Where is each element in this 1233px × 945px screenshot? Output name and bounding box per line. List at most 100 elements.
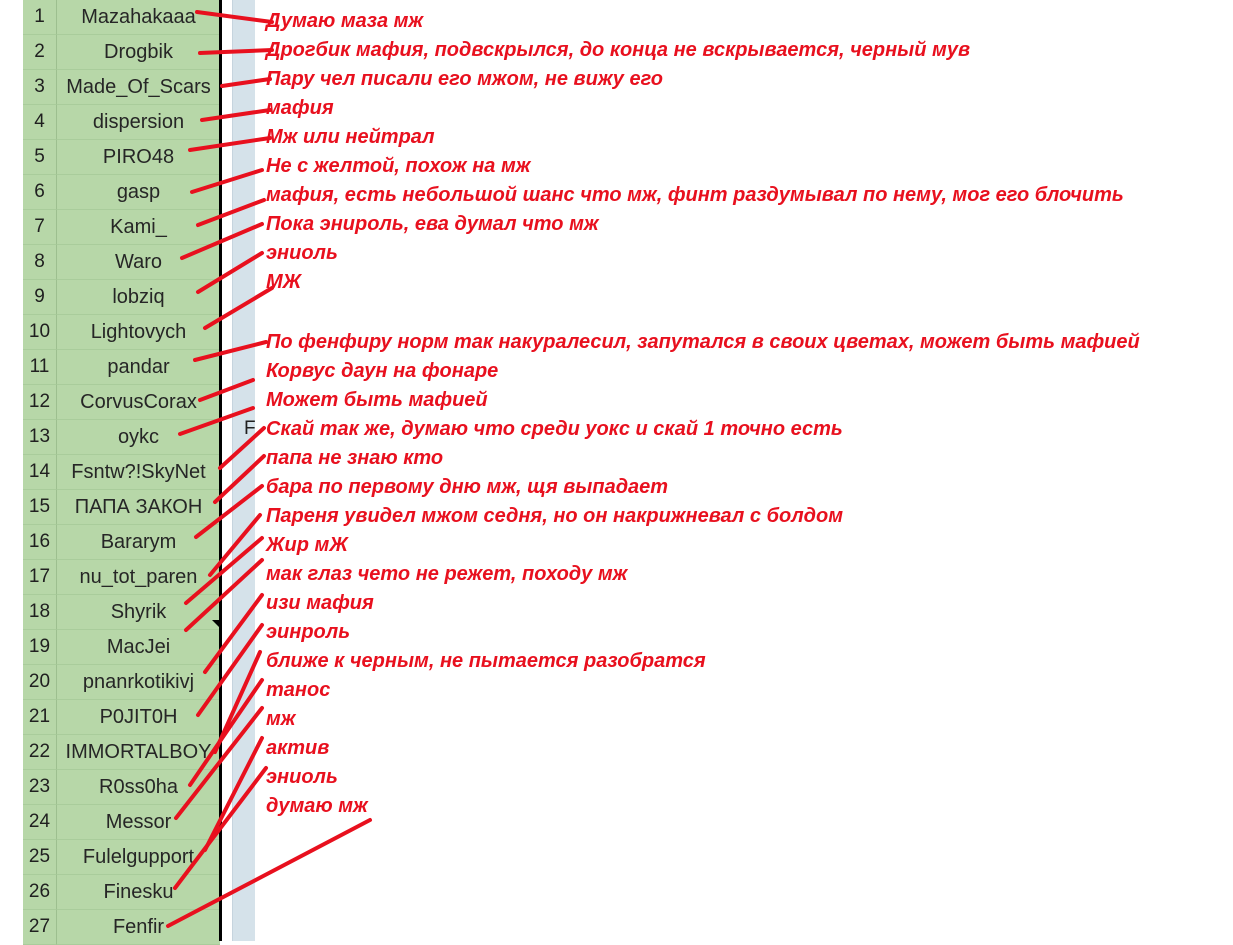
player-name-cell[interactable]: Made_Of_Scars [57,70,220,105]
adjacent-column[interactable] [232,0,255,941]
empty-column [222,0,232,941]
row-number-cell[interactable]: 4 [23,105,57,140]
annotation-comment: ближе к черным, не пытается разобратся [266,650,706,672]
player-name-cell[interactable]: CorvusCorax [57,385,220,420]
player-name-cell[interactable]: Mazahakaaa [57,0,220,35]
annotation-comment: танос [266,679,331,701]
cell-note-marker[interactable] [212,620,220,628]
player-name-cell[interactable]: Bararym [57,525,220,560]
row-number-cell[interactable]: 24 [23,805,57,840]
row-number-cell[interactable]: 20 [23,665,57,700]
annotation-comment: изи мафия [266,592,374,614]
player-name-cell[interactable]: MacJei [57,630,220,665]
row-number-cell[interactable]: 14 [23,455,57,490]
row-number-cell[interactable]: 8 [23,245,57,280]
player-name-cell[interactable]: ПАПА ЗАКОН [57,490,220,525]
player-name-cell[interactable]: Drogbik [57,35,220,70]
annotation-comment: эниоль [266,766,338,788]
row-number-cell[interactable]: 9 [23,280,57,315]
player-name-cell[interactable]: Waro [57,245,220,280]
row-number-cell[interactable]: 23 [23,770,57,805]
player-name-cell[interactable]: pandar [57,350,220,385]
player-name-cell[interactable]: Shyrik [57,595,220,630]
row-number-cell[interactable]: 26 [23,875,57,910]
player-name-cell[interactable]: PIRO48 [57,140,220,175]
annotation-comment: бара по первому дню мж, щя выпадает [266,476,669,498]
player-name-cell[interactable]: IMMORTALBOY [57,735,220,770]
row-number-cell[interactable]: 12 [23,385,57,420]
row-number-cell[interactable]: 6 [23,175,57,210]
player-name-cell[interactable]: pnanrkotikivj [57,665,220,700]
row-number-cell[interactable]: 3 [23,70,57,105]
row-number-cell[interactable]: 2 [23,35,57,70]
player-name-cell[interactable]: P0JIT0H [57,700,220,735]
annotation-comment: Может быть мафией [266,389,488,411]
annotation-comment: мафия, есть небольшой шанс что мж, финт … [266,184,1124,206]
row-number-cell[interactable]: 1 [23,0,57,35]
row-number-cell[interactable]: 7 [23,210,57,245]
row-number-cell[interactable]: 19 [23,630,57,665]
row-number-cell[interactable]: 22 [23,735,57,770]
player-name-cell[interactable]: Messor [57,805,220,840]
player-name-cell[interactable]: Fulelgupport [57,840,220,875]
row-number-cell[interactable]: 25 [23,840,57,875]
player-name-cell[interactable]: Fenfir [57,910,220,945]
row-header-gutter [0,0,24,941]
annotation-comment: папа не знаю кто [266,447,444,469]
row-number-cell[interactable]: 18 [23,595,57,630]
player-name-cell[interactable]: Kami_ [57,210,220,245]
player-name-cell[interactable]: oykc [57,420,220,455]
row-number-cell[interactable]: 15 [23,490,57,525]
player-name-cell[interactable]: gasp [57,175,220,210]
annotation-comment: Пару чел писали его мжом, не вижу его [266,68,663,90]
player-name-cell[interactable]: Fsntw?!SkyNet [57,455,220,490]
player-name-cell[interactable]: Finesku [57,875,220,910]
row-number-cell[interactable]: 27 [23,910,57,945]
annotation-comment: Скай так же, думаю что среди уокс и скай… [266,418,843,440]
row-number-cell[interactable]: 13 [23,420,57,455]
annotation-comment: Корвус даун на фонаре [266,360,499,382]
player-name-cell[interactable]: R0ss0ha [57,770,220,805]
player-name-cell[interactable]: Lightovych [57,315,220,350]
row-number-cell[interactable]: 5 [23,140,57,175]
annotation-comment: Думаю маза мж [266,10,424,32]
annotation-comment: мафия [266,97,334,119]
row-number-cell[interactable]: 17 [23,560,57,595]
row-number-cell[interactable]: 10 [23,315,57,350]
player-name-cell[interactable]: lobziq [57,280,220,315]
annotation-comment: актив [266,737,330,759]
player-name-cell[interactable]: dispersion [57,105,220,140]
row-number-cell[interactable]: 16 [23,525,57,560]
row-number-cell[interactable]: 21 [23,700,57,735]
row-number-cell[interactable]: 11 [23,350,57,385]
player-name-cell[interactable]: nu_tot_paren [57,560,220,595]
